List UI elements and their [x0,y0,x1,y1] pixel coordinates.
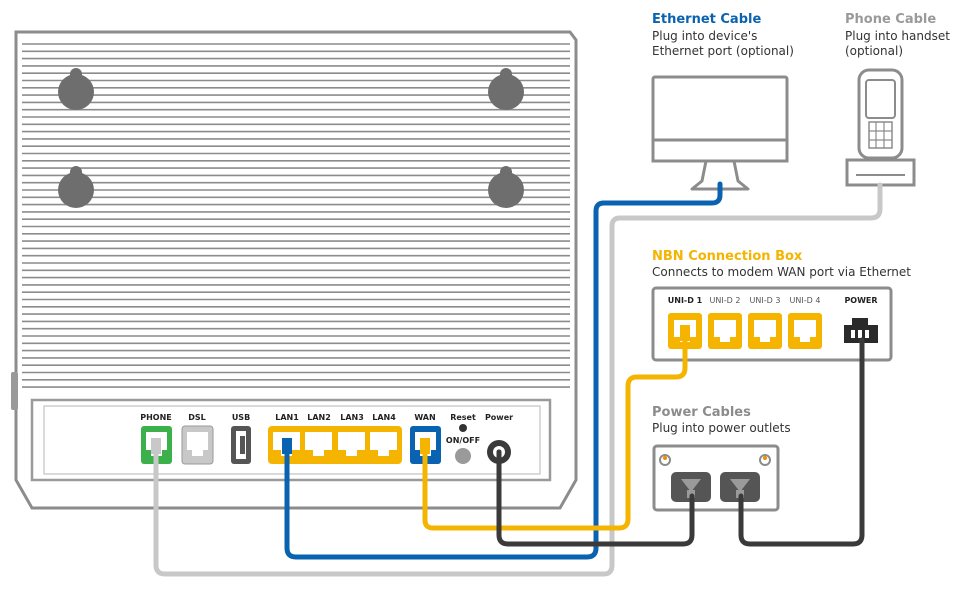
power-outlets [652,444,780,512]
power-cables-title: Power Cables [652,405,751,420]
nbn-uni-d3-port[interactable] [748,313,782,349]
nbn-port-label-3: UNI-D 3 [750,296,781,305]
nbn-box-title: NBN Connection Box [652,249,803,264]
ethernet-cable-line1: Plug into device's [652,29,757,43]
lan-ports [268,426,402,464]
computer-monitor-icon [651,75,789,191]
onoff-button[interactable] [455,448,471,464]
phone-cable-title: Phone Cable [845,12,936,27]
power-cables-subtitle: Plug into power outlets [652,421,791,435]
nbn-uni-d4-port[interactable] [788,313,822,349]
port-label-lan4: LAN4 [372,413,396,422]
nbn-power-label: POWER [844,296,877,305]
mount-hole [58,166,94,208]
port-label-lan3: LAN3 [340,413,364,422]
port-label-usb: USB [232,413,250,422]
nbn-power-port[interactable] [844,318,878,343]
phone-cable [153,182,883,577]
ethernet-cable-line2: Ethernet port (optional) [652,44,794,58]
port-label-wan: WAN [414,413,435,422]
nbn-box-subtitle: Connects to modem WAN port via Ethernet [652,265,911,279]
port-label-onoff: ON/OFF [446,436,480,445]
port-label-phone: PHONE [140,413,172,422]
ethernet-cable [284,181,723,560]
nbn-port-label-2: UNI-D 2 [710,296,741,305]
nbn-port-label-4: UNI-D 4 [790,296,821,305]
mount-hole [488,68,524,110]
nbn-power-cable [738,337,865,547]
phone-cable-callout: Phone Cable Plug into handset (optional) [845,12,950,58]
reset-button[interactable] [459,424,467,432]
usb-port[interactable] [231,426,251,464]
lan3-port[interactable] [338,432,365,456]
modem: PHONE DSL USB LAN1 LAN2 LAN3 LAN4 WAN Re… [11,30,578,510]
modem-power-cable [496,449,695,547]
mount-hole [488,166,524,208]
modem-vent-fins [22,43,570,388]
nbn-connection-box: UNI-D 1 UNI-D 2 UNI-D 3 UNI-D 4 POWER [651,286,893,362]
ethernet-cable-title: Ethernet Cable [652,12,761,27]
port-label-lan2: LAN2 [307,413,331,422]
nbn-uni-d2-port[interactable] [708,313,742,349]
port-label-lan1: LAN1 [275,413,299,422]
lan4-port[interactable] [370,432,397,456]
phone-cable-line1: Plug into handset [845,29,950,43]
modem-side-button [11,372,18,410]
phone-cable-line2: (optional) [845,44,903,58]
power-cables-callout: Power Cables Plug into power outlets [652,405,791,435]
nbn-port-label-1: UNI-D 1 [668,296,703,305]
port-label-power: Power [485,413,513,422]
port-label-reset: Reset [450,413,476,422]
ethernet-cable-callout: Ethernet Cable Plug into device's Ethern… [652,12,794,58]
lan2-port[interactable] [305,432,332,456]
port-label-dsl: DSL [188,413,206,422]
nbn-ethernet-cable [422,330,688,531]
nbn-box-callout: NBN Connection Box Connects to modem WAN… [652,249,911,279]
cordless-phone-icon [845,68,916,187]
wall-mount-holes [58,68,524,208]
cables [151,181,883,577]
mount-hole [58,68,94,110]
dsl-port[interactable] [181,425,214,465]
